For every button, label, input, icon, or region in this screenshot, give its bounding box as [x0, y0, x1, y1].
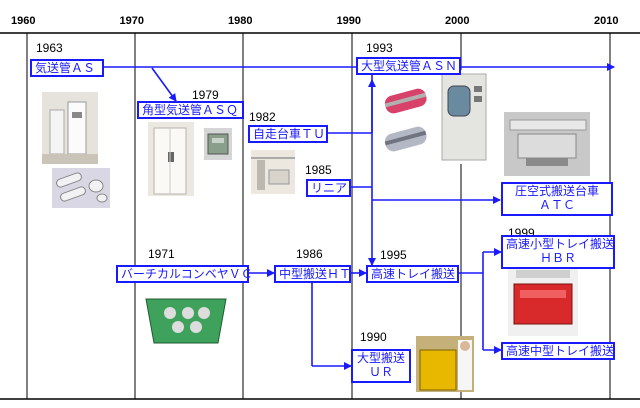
year-vc: 1971: [148, 247, 175, 261]
system-asq: 角型気送管ＡＳＱ: [137, 101, 244, 119]
atc-line2: ＡＴＣ: [538, 198, 575, 212]
system-as: 気送管ＡＳ: [30, 59, 104, 77]
pneumatic-tube-station-photo: [42, 92, 98, 164]
red-tray-cart-photo: [508, 266, 578, 336]
year-ht: 1986: [296, 247, 323, 261]
self-propelled-cart-rail-photo: [251, 150, 295, 194]
axis-tick-1980: 1980: [228, 15, 253, 27]
square-tube-cabinet-photo: [148, 122, 194, 196]
axis-tick-2010: 2010: [594, 15, 619, 27]
system-atc: 圧空式搬送台車 ＡＴＣ: [501, 182, 613, 216]
vertical-conveyor-tray-photo: [140, 289, 232, 353]
ur-line1: 大型搬送: [356, 351, 405, 365]
system-vc: バーチカルコンベヤＶＣ: [116, 265, 253, 283]
system-tray: 高速トレイ搬送: [366, 265, 459, 283]
axis-tick-1990: 1990: [336, 15, 361, 27]
system-linear: リニア: [306, 179, 351, 197]
year-asn: 1993: [366, 41, 393, 55]
year-tray: 1995: [380, 248, 407, 262]
atc-line1: 圧空式搬送台車: [514, 184, 599, 198]
air-pressure-cart-photo: [504, 112, 590, 176]
large-tube-station-photo: [440, 70, 492, 164]
year-tu: 1982: [249, 110, 276, 124]
ur-line2: ＵＲ: [368, 365, 393, 379]
year-linear: 1985: [305, 163, 332, 177]
large-tube-carrier-photo: [379, 82, 433, 162]
system-ht: 中型搬送ＨＴ: [274, 265, 351, 283]
system-ur: 大型搬送 ＵＲ: [351, 349, 411, 383]
system-hbr: 高速小型トレイ搬送 ＨＢＲ: [501, 235, 615, 269]
system-asn: 大型気送管ＡＳＮ: [356, 57, 461, 75]
year-asq: 1979: [192, 88, 219, 102]
square-carrier-photo: [204, 128, 232, 160]
system-tu: 自走台車ＴＵ: [248, 125, 328, 143]
large-transport-cart-photo: [416, 336, 474, 392]
hbr-line1: 高速小型トレイ搬送: [506, 237, 615, 251]
axis-tick-2000: 2000: [445, 15, 470, 27]
tube-carriers-photo: [52, 168, 110, 208]
year-as: 1963: [36, 41, 63, 55]
system-mid: 高速中型トレイ搬送: [501, 342, 615, 360]
axis-tick-1970: 1970: [119, 15, 144, 27]
connector-as-asq: [151, 67, 177, 102]
year-ur: 1990: [360, 330, 387, 344]
hbr-line2: ＨＢＲ: [539, 251, 576, 265]
axis-tick-1960: 1960: [11, 15, 36, 27]
